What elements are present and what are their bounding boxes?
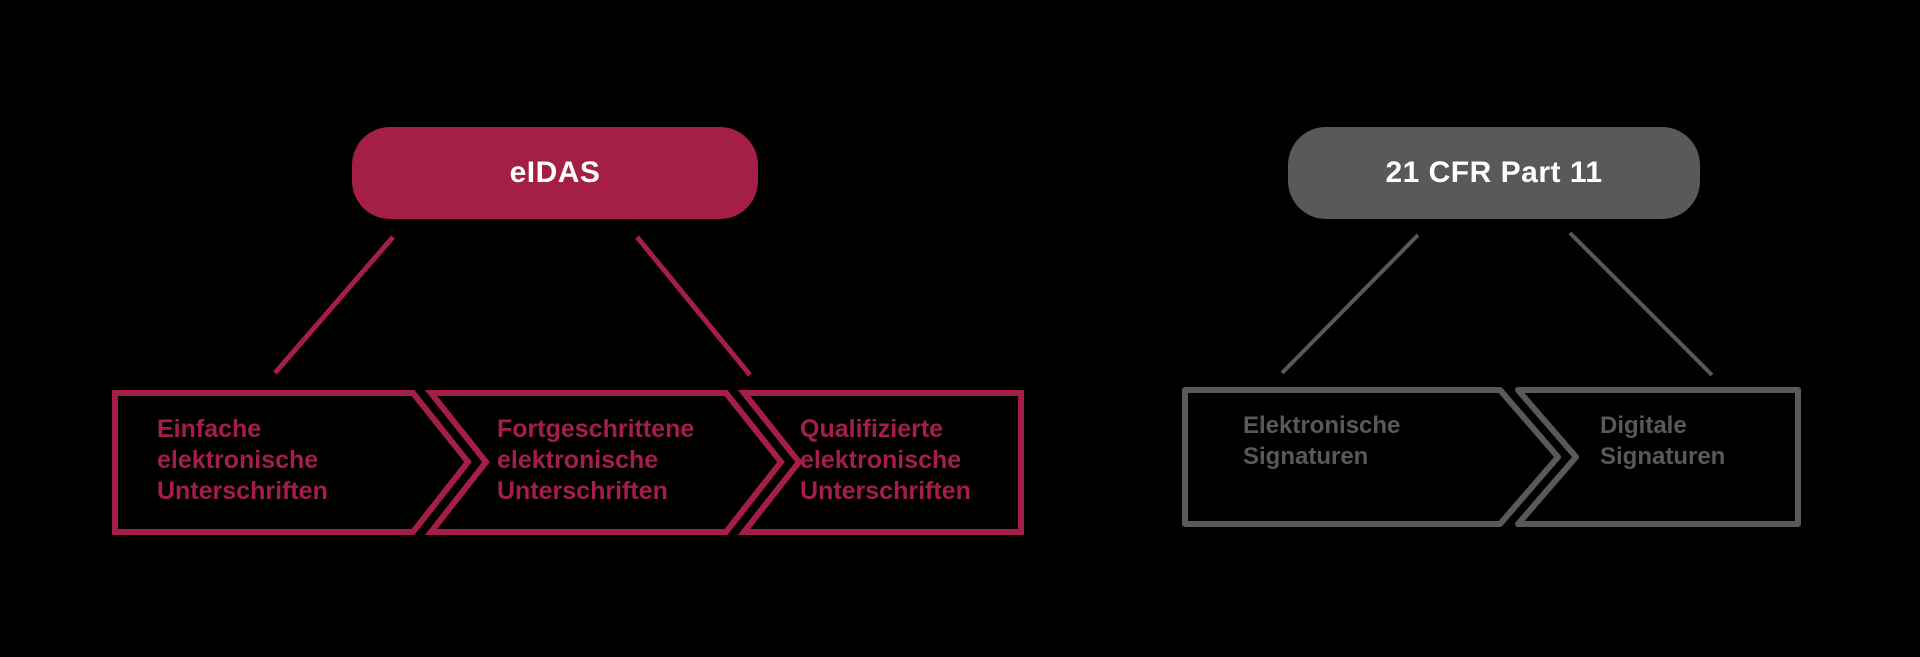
eidas-connector-right-line: [635, 235, 752, 377]
eidas-step-2-label: Fortgeschrittene elektronische Unterschr…: [497, 415, 695, 505]
cfr-root-node: 21 CFR Part 11: [1288, 127, 1700, 219]
cfr-connector-left-line: [1280, 233, 1420, 375]
eidas-step-3-chevron-shape: [737, 390, 1024, 535]
eidas-step-1-label: Einfache elektronische Unterschriften: [157, 415, 328, 505]
cfr-step-2-chevron-shape: [1515, 387, 1801, 527]
cfr-root-label: 21 CFR Part 11: [1385, 156, 1603, 189]
eidas-step-2-chevron-shape: [424, 390, 785, 535]
eidas-root-node: eIDAS: [352, 127, 758, 219]
cfr-step-1-chevron-shape: [1182, 387, 1561, 527]
cfr-step-2-label: Digitale Signaturen: [1600, 412, 1726, 470]
cfr-step-1-label: Elektronische Signaturen: [1243, 412, 1401, 470]
eidas-step-3-label: Qualifizierte elektronische Unterschrift…: [800, 415, 971, 505]
eidas-root-label: eIDAS: [509, 156, 601, 189]
eidas-step-1-chevron-shape: [112, 390, 472, 535]
eidas-connector-left-line: [273, 235, 395, 375]
cfr-connector-right-line: [1568, 231, 1714, 377]
